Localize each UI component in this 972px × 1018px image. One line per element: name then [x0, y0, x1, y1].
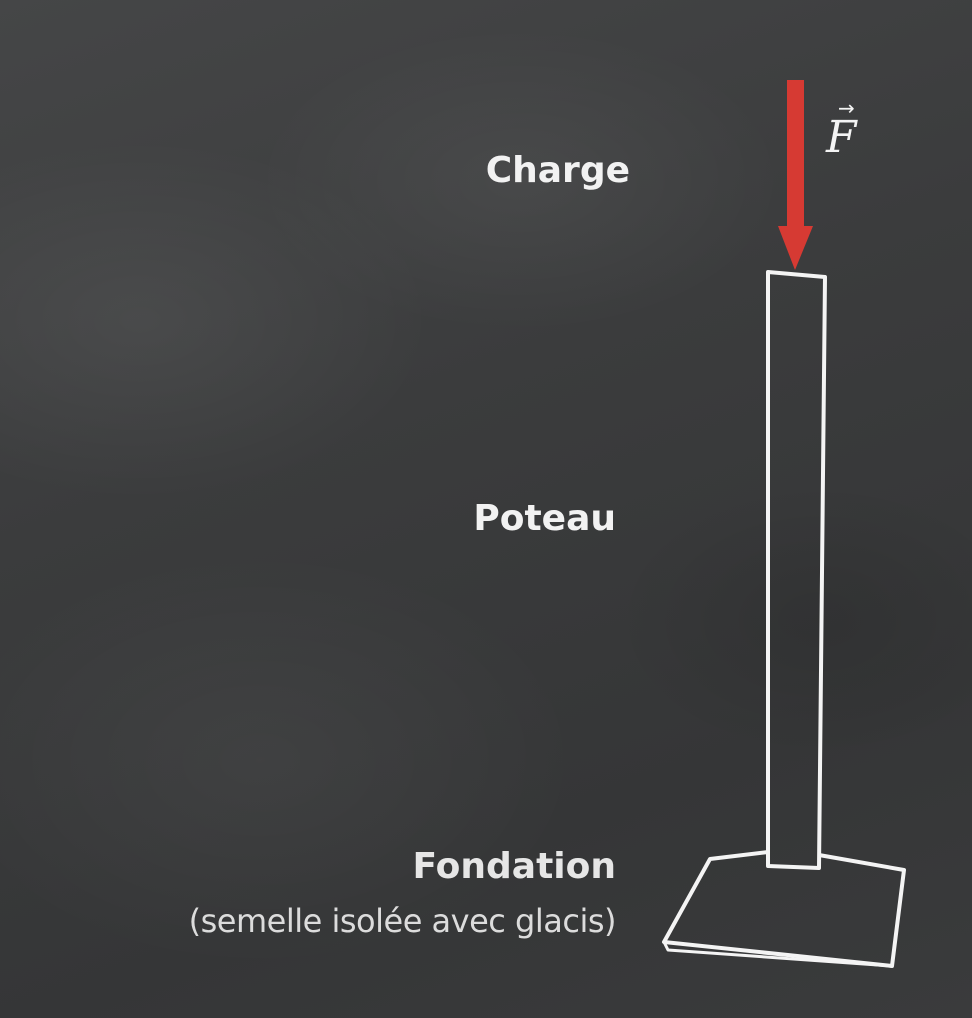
footing-outline — [662, 850, 906, 968]
poteau-label: Poteau — [473, 498, 616, 539]
charge-label: Charge — [485, 150, 630, 191]
footing-base-line — [662, 941, 893, 968]
column-outline — [766, 270, 827, 870]
fondation-label: Fondation — [412, 846, 616, 887]
force-arrow — [778, 80, 813, 270]
force-label: F — [826, 112, 857, 163]
vector-arrow-icon: → — [838, 96, 855, 120]
force-arrow-shaft — [787, 80, 804, 230]
fondation-sublabel: (semelle isolée avec glacis) — [188, 902, 617, 940]
force-arrow-head — [778, 226, 813, 270]
